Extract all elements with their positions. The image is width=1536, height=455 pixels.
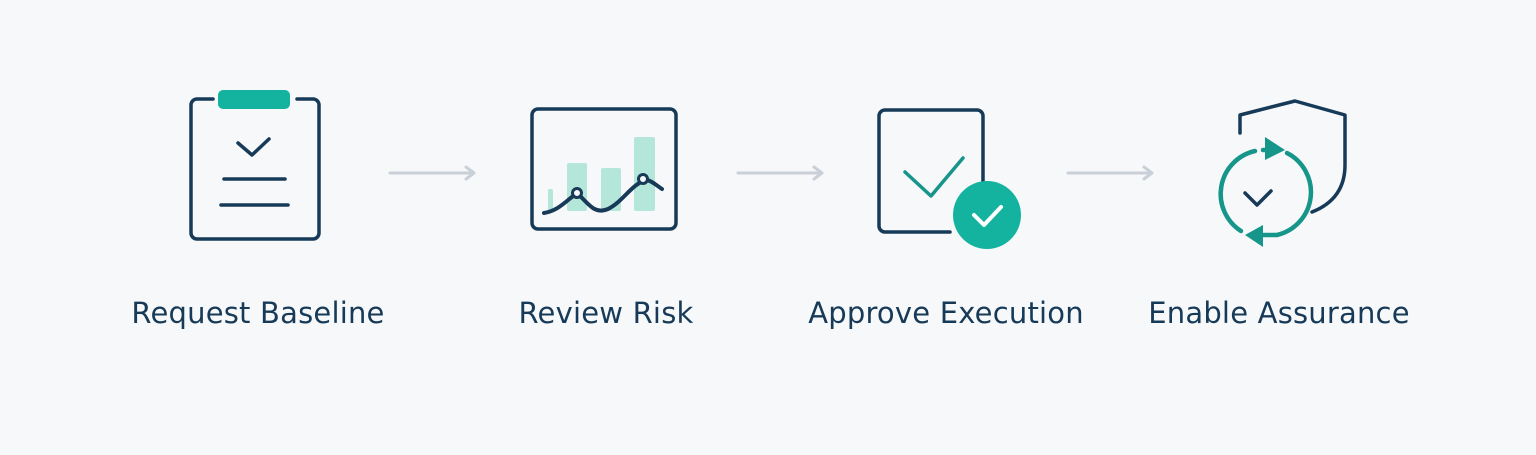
step-label-approve-execution: Approve Execution xyxy=(808,296,1084,330)
chart-trend-icon xyxy=(528,105,683,239)
arrow-right-icon xyxy=(736,164,828,186)
step-label-enable-assurance: Enable Assurance xyxy=(1148,296,1410,330)
arrow-right-icon xyxy=(1066,164,1158,186)
step-label-request-baseline: Request Baseline xyxy=(131,296,385,330)
shield-sync-icon xyxy=(1205,95,1355,259)
document-approved-icon xyxy=(873,104,1028,258)
arrow-right-icon xyxy=(388,164,480,186)
step-label-review-risk: Review Risk xyxy=(518,296,694,330)
clipboard-check-icon xyxy=(185,85,325,249)
